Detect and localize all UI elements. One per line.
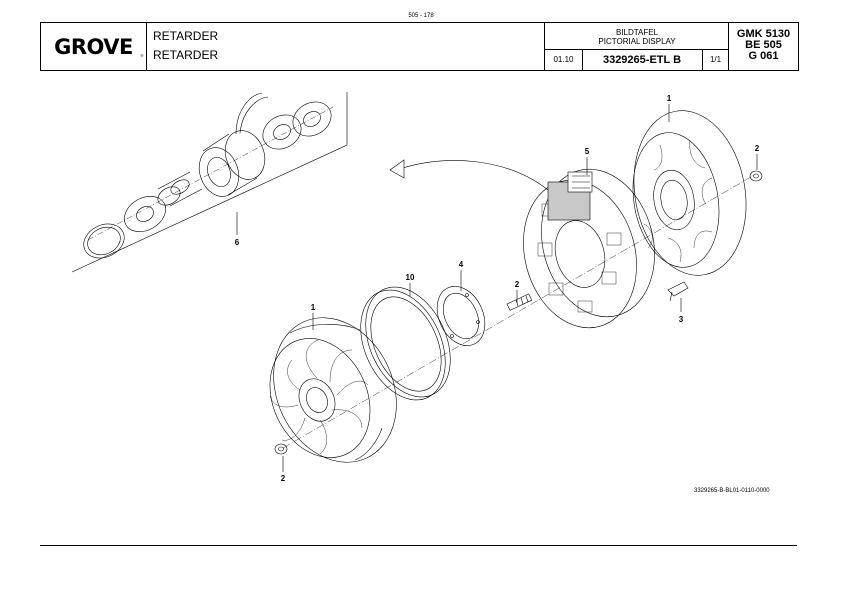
washer-left (124, 196, 166, 232)
grove-logo: GROVE ® (47, 34, 144, 60)
document-number: 3329265-ETL B (582, 50, 703, 70)
sleeve (157, 171, 203, 207)
title-german: RETARDER (153, 29, 219, 43)
logo-registered-mark: ® (140, 52, 144, 58)
leader-lines (282, 104, 758, 472)
drawing-reference-code: 3329265-B-BL01-0110-0000 (694, 488, 770, 494)
stud-bolt (506, 293, 533, 311)
logo-cell: GROVE ® (41, 23, 147, 70)
fan-wheel-top (632, 110, 747, 276)
model-group: G 061 (748, 50, 779, 62)
page-number: 505 - 178 (408, 13, 434, 19)
clip (667, 281, 689, 302)
callout-2-top: 2 (755, 144, 760, 153)
callout-4: 4 (459, 260, 464, 269)
display-cell: BILDTAFEL PICTORIAL DISPLAY 01.10 332926… (545, 23, 729, 70)
arrow-to-inset (389, 159, 549, 191)
callout-2-mid: 2 (515, 280, 520, 289)
footer-rule (40, 545, 797, 546)
callout-5: 5 (585, 147, 590, 156)
sheet-number: 1/1 (709, 55, 722, 64)
callout-1-bottom: 1 (311, 303, 316, 312)
snap-ring (83, 223, 125, 259)
title-block: GROVE ® RETARDER RETARDER BILDTAFEL PICT… (40, 22, 799, 71)
display-label-english: PICTORIAL DISPLAY (598, 37, 676, 46)
model-cell: GMK 5130 BE 505 G 061 (729, 23, 798, 70)
display-label-german: BILDTAFEL (615, 28, 659, 37)
inset-frame (71, 92, 348, 273)
title-english: RETARDER (153, 48, 219, 62)
fan-wheel-bottom (269, 317, 397, 463)
callout-6: 6 (235, 238, 240, 247)
logo-text: GROVE (54, 34, 133, 59)
model-variant: BE 505 (745, 39, 782, 51)
nut-bottom (274, 443, 288, 455)
washer-mid (262, 114, 302, 150)
retarder-housing (523, 168, 655, 329)
seal-ring (360, 286, 451, 401)
sensor-coil (198, 92, 269, 197)
issue-date: 01.10 (545, 50, 583, 70)
thin-disc (436, 286, 486, 346)
callout-3: 3 (679, 315, 684, 324)
display-label: BILDTAFEL PICTORIAL DISPLAY (545, 23, 729, 50)
washer-right (292, 101, 332, 137)
callout-10: 10 (406, 273, 415, 282)
model-name: GMK 5130 (736, 28, 791, 40)
nut-top (749, 170, 763, 182)
callout-2-bottom: 2 (281, 474, 286, 483)
title-cell: RETARDER RETARDER (147, 23, 545, 70)
callout-1-top: 1 (667, 94, 672, 103)
